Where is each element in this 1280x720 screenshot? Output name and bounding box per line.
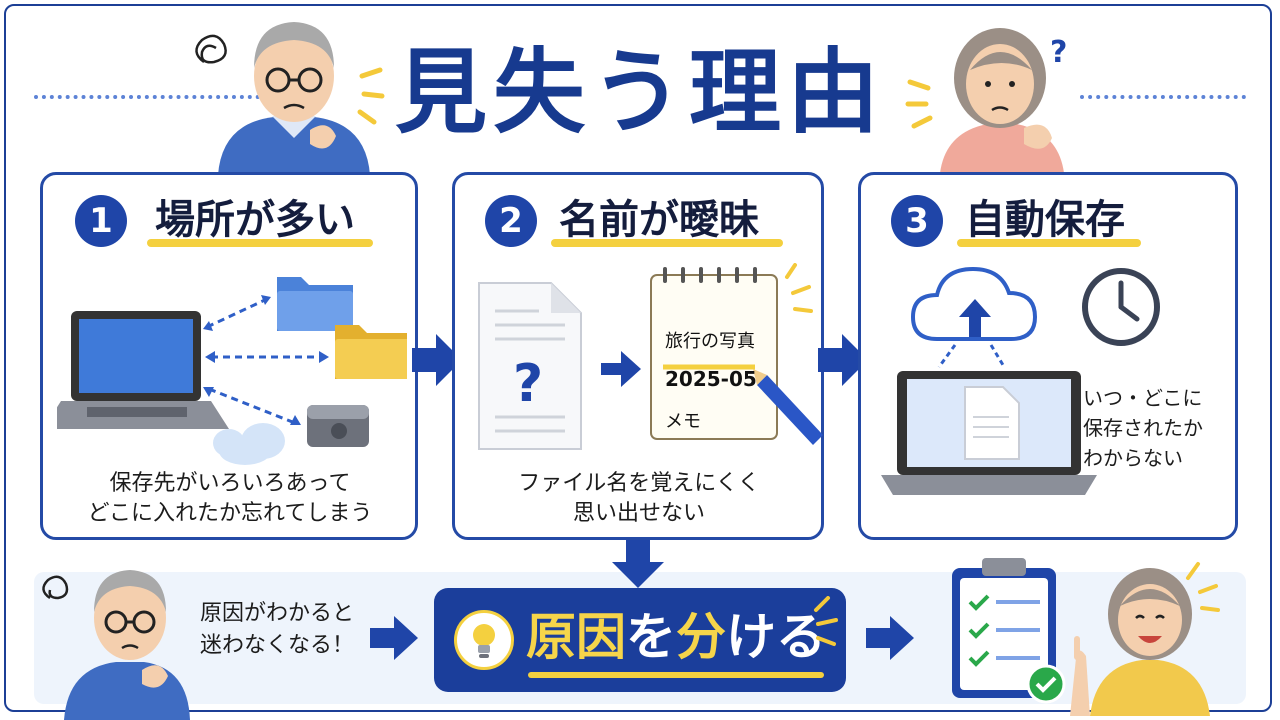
reason-card-2: 2 名前が曖昧 ?: [452, 172, 824, 540]
clock-icon: [1082, 268, 1160, 346]
card-heading: 自動保存: [965, 197, 1125, 243]
result-underline: [528, 672, 824, 678]
reason-card-1: 1 場所が多い: [40, 172, 418, 540]
file-naming-illustration: ?: [478, 263, 823, 450]
heading-highlight: [147, 239, 373, 247]
hard-drive-icon: [307, 405, 369, 447]
card-heading: 名前が曖昧: [559, 197, 759, 243]
right-arrow-icon: [601, 351, 641, 387]
dashed-arrows-icon: [937, 344, 1005, 368]
result-box: 原因を分ける: [434, 588, 846, 692]
dotted-divider-left: [34, 95, 260, 103]
notepad-line-2: 2025-05: [665, 367, 757, 391]
step-number-badge: 1: [75, 195, 127, 247]
right-arrow-icon: [818, 334, 868, 386]
right-arrow-icon: [412, 334, 462, 386]
notepad-line-3: メモ: [665, 411, 701, 432]
description-line: どこに入れたか忘れてしまう: [87, 501, 373, 526]
confusion-scribble-icon: [42, 575, 69, 600]
notepad-line-1: 旅行の写真: [665, 331, 755, 352]
confused-man-illustration: [42, 570, 190, 720]
lightbulb-icon: [454, 610, 514, 670]
cloud-icon: [213, 423, 285, 465]
right-arrow-icon: [370, 616, 418, 660]
right-arrow-icon: [866, 616, 914, 660]
description-line: 保存されたか: [1083, 416, 1203, 440]
dashed-arrows-icon: [206, 297, 323, 425]
blue-folder-icon: [277, 277, 353, 331]
emphasis-lines-icon: [905, 79, 933, 129]
result-text: 原因を分ける: [526, 606, 826, 668]
worried-man-illustration: [195, 22, 385, 175]
pencil-icon: [753, 369, 823, 445]
emphasis-lines-icon: [785, 263, 813, 313]
question-mark-icon: ?: [513, 354, 543, 414]
question-mark-icon: ?: [1050, 35, 1067, 70]
result-keyword: 分: [676, 608, 726, 666]
laptop-icon: [881, 371, 1097, 495]
heading-highlight: [551, 239, 783, 247]
result-suffix: ける: [726, 608, 826, 666]
result-particle: を: [626, 608, 676, 666]
page-title: 見失う理由: [394, 39, 885, 146]
unknown-file-icon: ?: [478, 282, 582, 450]
down-arrow-icon: [612, 540, 664, 588]
yellow-folder-icon: [335, 325, 407, 379]
step-number-badge: 3: [891, 195, 943, 247]
page-frame: [4, 4, 1272, 712]
card-description: いつ・どこに 保存されたか わからない: [1083, 383, 1203, 473]
storage-locations-illustration: [57, 277, 407, 465]
cloud-upload-icon: [910, 266, 1038, 341]
checklist-clipboard-icon: [952, 558, 1066, 704]
card-heading: 場所が多い: [155, 197, 355, 243]
result-keyword: 原因: [526, 608, 626, 666]
happy-woman-illustration: [1070, 562, 1220, 716]
step-number-badge: 2: [485, 195, 537, 247]
dotted-divider-right: [1080, 95, 1246, 103]
description-line: 思い出せない: [572, 501, 705, 526]
emphasis-lines-icon: [1186, 562, 1220, 612]
confusion-scribble-icon: [195, 34, 227, 64]
note-line: 迷わなくなる！: [200, 633, 355, 658]
notepad-icon: [650, 267, 778, 440]
emphasis-lines-icon: [357, 67, 385, 125]
description-line: いつ・どこに: [1083, 386, 1203, 410]
auto-save-illustration: [881, 266, 1097, 495]
heading-highlight: [957, 239, 1141, 247]
reason-card-3: 3 自動保存 いつ・どこに 保存されたか わからない: [858, 172, 1238, 540]
conclusion-note: 原因がわかると 迷わなくなる！: [200, 598, 354, 662]
description-line: 保存先がいろいろあって: [109, 471, 351, 496]
description-line: わからない: [1083, 446, 1183, 470]
emphasis-lines-icon: [814, 596, 838, 646]
check-badge-icon: [1026, 664, 1066, 704]
worried-woman-illustration: ?: [905, 28, 1067, 173]
laptop-icon: [57, 311, 229, 429]
card-description: ファイル名を覚えにくく 思い出せない: [455, 469, 823, 529]
description-line: ファイル名を覚えにくく: [518, 471, 760, 496]
card-description: 保存先がいろいろあって どこに入れたか忘れてしまう: [43, 469, 417, 529]
note-line: 原因がわかると: [200, 601, 355, 626]
